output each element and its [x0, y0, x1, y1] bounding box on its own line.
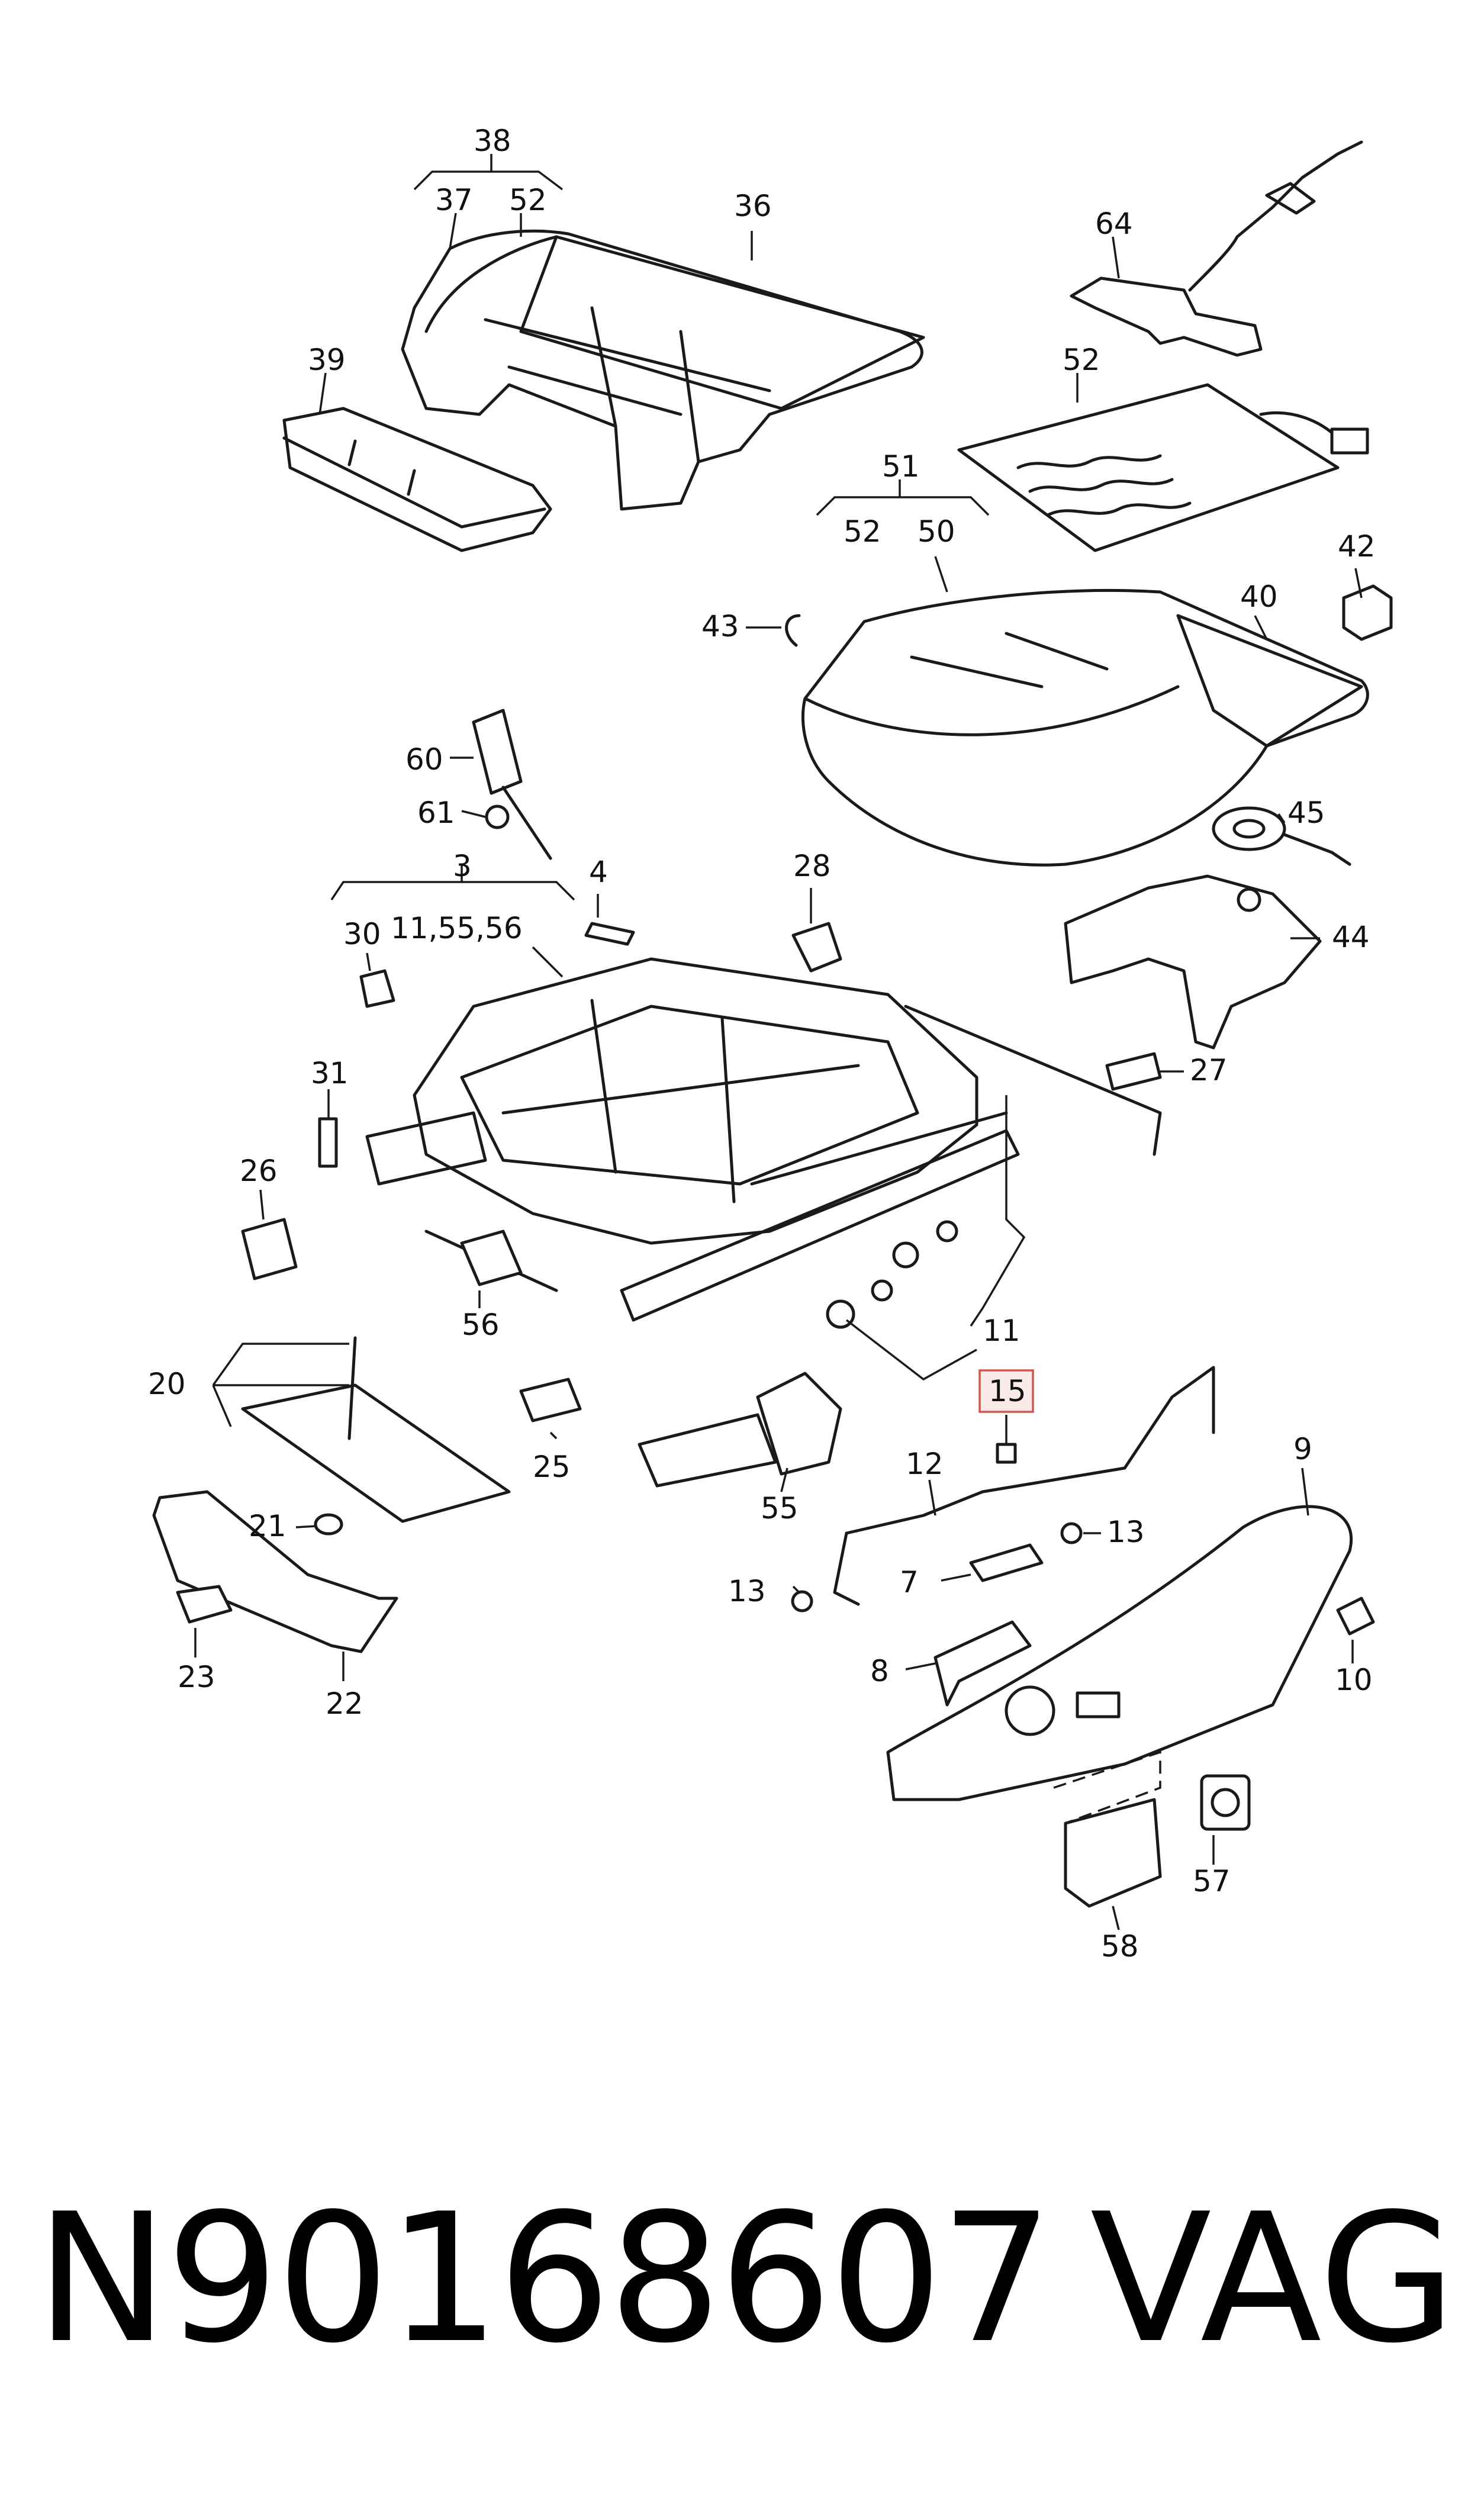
callout-58: 58	[1101, 1929, 1139, 1964]
bushing-set-11	[826, 1220, 958, 1329]
seat-mat	[1064, 874, 1322, 1050]
seat-cover-top	[401, 229, 925, 511]
callout-51: 51	[882, 449, 920, 484]
nut-21	[314, 1513, 343, 1536]
callout-36: 36	[734, 189, 772, 223]
callout-57: 57	[1193, 1864, 1231, 1898]
callout-30: 30	[343, 917, 381, 951]
callout-11-55-56: 11,55,56	[391, 911, 523, 945]
callout-42: 42	[1338, 529, 1376, 564]
callout-26: 26	[240, 1154, 278, 1188]
front-trim-22	[152, 1490, 398, 1653]
callout-13: 13	[1107, 1515, 1145, 1549]
switch-cover-8	[933, 1620, 1032, 1707]
side-trim-9	[886, 1505, 1353, 1801]
retaining-ring	[785, 614, 801, 647]
wiring-harness-12	[833, 1366, 1215, 1606]
callout-3: 3	[453, 849, 472, 883]
leader-lines	[194, 154, 1363, 1930]
callout-27: 27	[1190, 1053, 1228, 1087]
footer: N90168607 VAG	[36, 2190, 1456, 2439]
callout-23: 23	[178, 1660, 215, 1694]
brand-label: VAG	[1090, 2175, 1456, 2382]
connector-clip	[1342, 584, 1393, 641]
heating-wire-harness	[1070, 140, 1363, 357]
occupant-sensor	[1212, 806, 1351, 866]
torsion-rod	[904, 1005, 1162, 1156]
heating-pad	[957, 383, 1369, 552]
callout-10: 10	[1335, 1663, 1373, 1697]
rod-cover-27	[1105, 1052, 1162, 1091]
highlight-box-15	[978, 1369, 1034, 1413]
callout-56: 56	[462, 1308, 500, 1342]
seat-frame	[365, 957, 1020, 1322]
callout-55: 55	[761, 1491, 799, 1525]
screw-13-b	[1060, 1522, 1083, 1544]
bracket-26	[241, 1218, 298, 1280]
adjust-motor-55	[638, 1372, 842, 1488]
screw-13-a	[791, 1590, 813, 1613]
callout-50: 50	[918, 514, 955, 549]
callout-31: 31	[311, 1056, 349, 1090]
callout-labels: 38 37 52 36 39 64 52 51 52 50 42 43 40 6…	[148, 124, 1376, 1964]
callout-52: 52	[1063, 343, 1100, 377]
callout-4: 4	[589, 855, 608, 889]
callout-60: 60	[405, 742, 443, 777]
callout-52: 52	[509, 183, 547, 217]
callout-13: 13	[728, 1574, 766, 1608]
callout-37: 37	[435, 183, 473, 217]
switch-57	[1200, 1774, 1251, 1831]
callout-9: 9	[1293, 1432, 1312, 1466]
clip-10	[1336, 1597, 1375, 1636]
callout-12: 12	[906, 1447, 944, 1481]
switch-cover-7	[969, 1543, 1044, 1582]
bracket-25	[519, 1378, 582, 1422]
clip-23	[176, 1585, 233, 1624]
seat-cushion-foam	[801, 588, 1369, 867]
callout-22: 22	[326, 1687, 363, 1721]
callout-15: 15	[989, 1374, 1026, 1408]
callout-20: 20	[148, 1367, 186, 1401]
callout-28: 28	[793, 849, 831, 883]
cap-30	[359, 969, 395, 1008]
callout-45: 45	[1287, 796, 1325, 830]
callout-40: 40	[1240, 580, 1278, 614]
callout-38: 38	[474, 124, 511, 158]
callout-21: 21	[249, 1509, 287, 1543]
callout-44: 44	[1332, 920, 1370, 954]
bolt-31	[318, 1117, 338, 1168]
callout-7: 7	[900, 1565, 919, 1599]
switch-58	[1064, 1798, 1162, 1908]
bolt-4	[584, 922, 635, 946]
callout-11: 11	[983, 1314, 1021, 1348]
rail-bracket-20	[241, 1336, 511, 1523]
callout-61: 61	[417, 796, 455, 830]
callout-8: 8	[870, 1654, 889, 1688]
callout-43: 43	[701, 609, 739, 643]
callout-52: 52	[844, 514, 881, 549]
callout-25: 25	[533, 1450, 571, 1484]
front-cushion	[282, 407, 552, 552]
nut-15	[996, 1443, 1017, 1464]
callout-64: 64	[1095, 207, 1133, 241]
bracket-28	[791, 922, 842, 973]
cable-56	[424, 1230, 558, 1292]
seat-belt-buckle	[472, 709, 552, 860]
callout-39: 39	[308, 343, 346, 377]
part-number: N90168607	[36, 2175, 1053, 2382]
